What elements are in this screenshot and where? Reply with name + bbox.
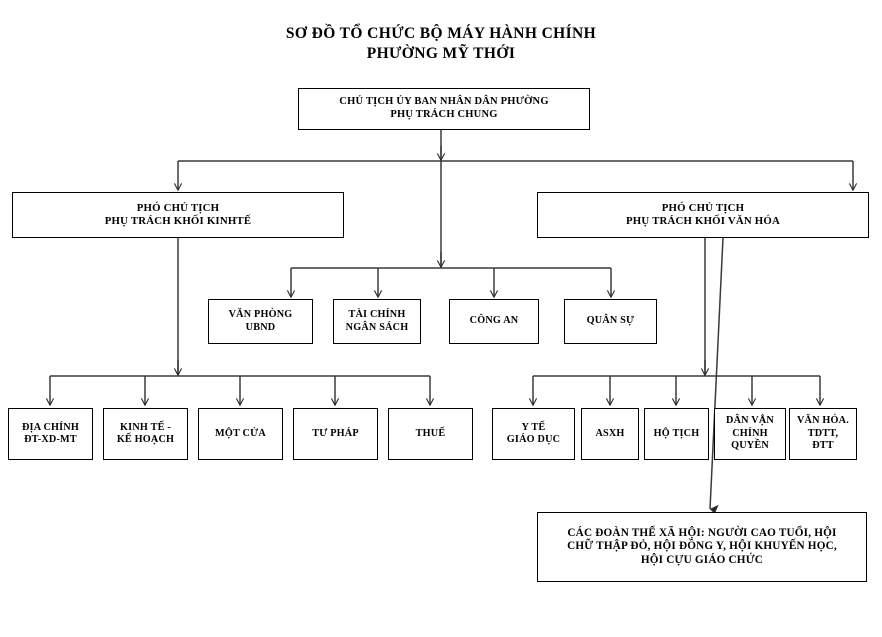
wire-deputy-culture-to-social	[709, 237, 724, 514]
node-y-te-giao-duc[interactable]: Y TẾ GIÁO DỤC	[492, 408, 575, 460]
node-deputy-economy[interactable]: PHÓ CHỦ TỊCH PHỤ TRÁCH KHỐI KINHTẾ	[12, 192, 344, 238]
node-dia-chinh-dt-xd-mt[interactable]: ĐỊA CHÍNH ĐT-XD-MT	[8, 408, 93, 460]
node-thue[interactable]: THUẾ	[388, 408, 473, 460]
node-kinh-te-ke-hoach[interactable]: KINH TẾ - KẾ HOẠCH	[103, 408, 188, 460]
node-mot-cua[interactable]: MỘT CỬA	[198, 408, 283, 460]
node-quan-su[interactable]: QUÂN SỰ	[564, 299, 657, 344]
node-dan-van-chinh-quyen[interactable]: DÂN VẬN CHÍNH QUYỀN	[714, 408, 786, 460]
node-chairman[interactable]: CHỦ TỊCH ỦY BAN NHÂN DÂN PHƯỜNG PHỤ TRÁC…	[298, 88, 590, 130]
node-van-hoa-tdtt-dtt[interactable]: VĂN HÓA. TDTT, ĐTT	[789, 408, 857, 460]
node-tai-chinh-ngan-sach[interactable]: TÀI CHÍNH NGÂN SÁCH	[333, 299, 421, 344]
node-social-organizations[interactable]: CÁC ĐOÀN THỂ XÃ HỘI: NGƯỜI CAO TUỔI, HỘI…	[537, 512, 867, 582]
node-cong-an[interactable]: CÔNG AN	[449, 299, 539, 344]
node-ho-tich[interactable]: HỘ TỊCH	[644, 408, 709, 460]
node-asxh[interactable]: ASXH	[581, 408, 639, 460]
page-title: SƠ ĐỒ TỔ CHỨC BỘ MÁY HÀNH CHÍNH PHƯỜNG M…	[285, 25, 597, 63]
node-van-phong-ubnd[interactable]: VĂN PHÒNG UBND	[208, 299, 313, 344]
node-deputy-culture[interactable]: PHÓ CHỦ TỊCH PHỤ TRÁCH KHỐI VĂN HÓA	[537, 192, 869, 238]
node-tu-phap[interactable]: TƯ PHÁP	[293, 408, 378, 460]
